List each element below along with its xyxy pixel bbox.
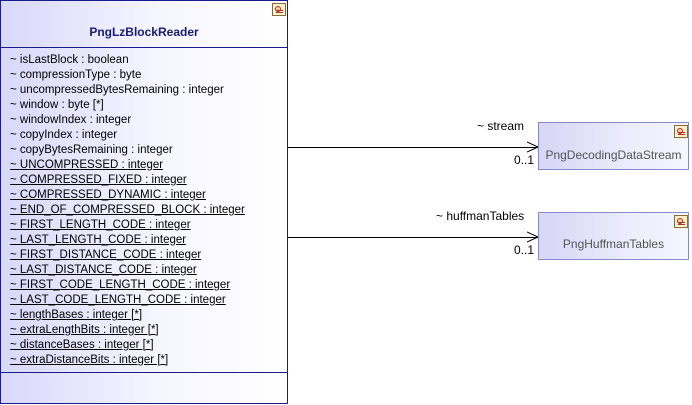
operations-divider [1,372,287,373]
attribute-text: ~ COMPRESSED_DYNAMIC : integer [10,189,206,201]
class-name: PngHuffmanTables [562,237,665,251]
attribute-text: ~ LAST_LENGTH_CODE : integer [10,234,187,246]
association-line-huffmantables[interactable] [288,237,538,238]
attribute-text: ~ isLastBlock : boolean [10,54,129,66]
attribute-row[interactable]: ~ extraLengthBits : integer [*] [10,323,245,338]
class-name: PngLzBlockReader [89,25,199,39]
attribute-row[interactable]: ~ COMPRESSED_FIXED : integer [10,173,245,188]
attribute-text: ~ COMPRESSED_FIXED : integer [10,174,187,186]
attribute-row[interactable]: ~ distanceBases : integer [*] [10,338,245,353]
attribute-row[interactable]: ~ windowIndex : integer [10,113,245,128]
attribute-text: ~ FIRST_DISTANCE_CODE : integer [10,249,202,261]
attribute-row[interactable]: ~ FIRST_CODE_LENGTH_CODE : integer [10,278,245,293]
attribute-text: ~ windowIndex : integer [10,114,132,126]
attribute-row[interactable]: ~ FIRST_DISTANCE_CODE : integer [10,248,245,263]
attribute-text: ~ distanceBases : integer [*] [10,339,154,351]
attribute-row[interactable]: ~ uncompressedBytesRemaining : integer [10,83,245,98]
attribute-row[interactable]: ~ compressionType : byte [10,68,245,83]
class-icon [272,3,286,16]
attribute-text: ~ LAST_DISTANCE_CODE : integer [10,264,197,276]
association-line-stream[interactable] [288,147,538,148]
operations-compartment [1,373,287,403]
attribute-row[interactable]: ~ END_OF_COMPRESSED_BLOCK : integer [10,203,245,218]
attribute-list: ~ isLastBlock : boolean ~ compressionType… [10,53,245,368]
attribute-row[interactable]: ~ copyIndex : integer [10,128,245,143]
class-pngdecodingdatastream[interactable]: PngDecodingDataStream [538,122,689,170]
attribute-text: ~ extraLengthBits : integer [*] [10,324,159,336]
attribute-text: ~ copyBytesRemaining : integer [10,144,173,156]
attribute-row[interactable]: ~ COMPRESSED_DYNAMIC : integer [10,188,245,203]
attribute-row[interactable]: ~ isLastBlock : boolean [10,53,245,68]
attribute-row[interactable]: ~ lengthBases : integer [*] [10,308,245,323]
attribute-text: ~ FIRST_LENGTH_CODE : integer [10,219,191,231]
class-name: PngDecodingDataStream [545,148,682,162]
multiplicity-label: 0..1 [514,153,535,167]
class-icon [674,125,688,138]
attribute-text: ~ END_OF_COMPRESSED_BLOCK : integer [10,204,245,216]
attribute-row[interactable]: ~ UNCOMPRESSED : integer [10,158,245,173]
attribute-text: ~ copyIndex : integer [10,129,118,141]
attribute-row[interactable]: ~ copyBytesRemaining : integer [10,143,245,158]
attribute-text: ~ UNCOMPRESSED : integer [10,159,164,171]
attribute-row[interactable]: ~ LAST_DISTANCE_CODE : integer [10,263,245,278]
attribute-text: ~ compressionType : byte [10,69,142,81]
attribute-row[interactable]: ~ LAST_CODE_LENGTH_CODE : integer [10,293,245,308]
attribute-row[interactable]: ~ FIRST_LENGTH_CODE : integer [10,218,245,233]
attribute-text: ~ FIRST_CODE_LENGTH_CODE : integer [10,279,231,291]
attribute-text: ~ uncompressedBytesRemaining : integer [10,84,224,96]
attribute-text: ~ LAST_CODE_LENGTH_CODE : integer [10,294,226,306]
attribute-text: ~ window : byte [*] [10,99,104,111]
attribute-text: ~ extraDistanceBits : integer [*] [10,354,169,366]
name-divider [1,47,287,48]
attribute-row[interactable]: ~ LAST_LENGTH_CODE : integer [10,233,245,248]
attribute-row[interactable]: ~ extraDistanceBits : integer [*] [10,353,245,368]
class-pnghuffmantables[interactable]: PngHuffmanTables [538,212,689,260]
role-label-stream: ~ stream [477,119,525,133]
attribute-row[interactable]: ~ window : byte [*] [10,98,245,113]
role-label-huffmantables: ~ huffmanTables [436,209,525,223]
multiplicity-label: 0..1 [514,243,535,257]
class-pnglzblockreader[interactable]: PngLzBlockReader ~ isLastBlock : boolean… [0,0,288,404]
attribute-text: ~ lengthBases : integer [*] [10,309,143,321]
class-icon [674,215,688,228]
